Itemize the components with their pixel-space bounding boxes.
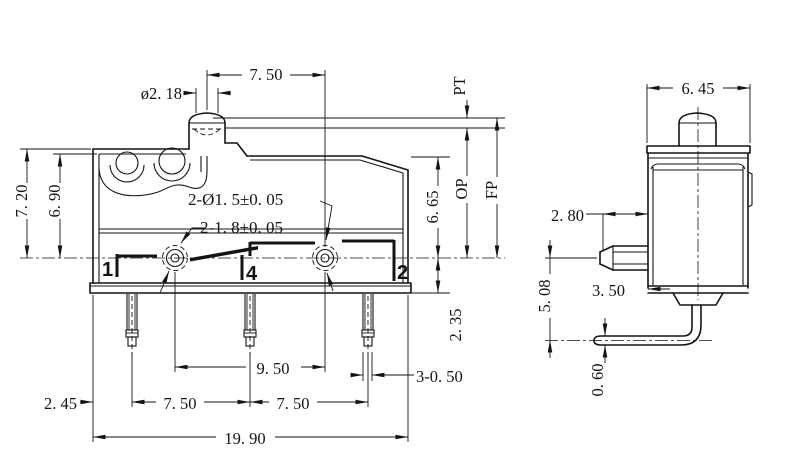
label-op: OP [452,178,471,199]
dim-height-outer: 7. 20 [12,185,31,218]
label-fp: FP [482,181,501,199]
contact-spring [190,246,258,262]
dim-pitch-right: 7. 50 [277,394,310,413]
label-pt: PT [450,76,469,95]
dim-height-inner: 6. 90 [45,185,64,218]
dim-top-span: 7. 50 [250,65,283,84]
side-latch-bump [747,171,753,208]
front-view: 1 4 2 [12,65,505,448]
terminal-hole-left [162,245,188,271]
dim-plunger-dia: ø2. 18 [141,84,182,103]
side-lever-arm [593,304,702,346]
dim-total-width: 19. 90 [224,429,265,448]
pin-2 [361,294,375,358]
dim-edge-offset: 2. 45 [44,394,77,413]
terminal-4-label: 4 [246,263,258,285]
side-view: 6. 45 2. 80 3. 50 5. 08 0. 60 [535,79,753,397]
side-body-outline [545,107,753,346]
note-holes-width: 2-1. 8±0. 05 [200,218,283,237]
dim-below-height: 2. 35 [446,309,465,342]
front-dimensions: 7. 50 ø2. 18 PT OP FP 6 [12,65,505,448]
front-body-outline [89,112,412,294]
dim-lever-thickness: 0. 60 [588,364,607,397]
note-holes-dia: 2-Ø1. 5±0. 05 [188,190,283,209]
dim-body-height: 6. 65 [423,191,442,224]
front-plunger [188,112,226,150]
dim-pitch-left: 7. 50 [164,394,197,413]
side-terminal-pin [599,245,649,271]
actuator-guide-block [98,147,208,197]
dim-lever-offset: 3. 50 [592,281,625,300]
pin-4 [243,294,257,358]
dim-pin-width: 3-0. 50 [416,367,463,386]
dim-side-width: 6. 45 [682,79,715,98]
side-dimensions: 6. 45 2. 80 3. 50 5. 08 0. 60 [535,79,751,397]
side-plunger [678,112,717,147]
terminal-1-label: 1 [102,259,113,281]
pin-1 [125,294,139,358]
dim-hole-span: 9. 50 [257,359,290,378]
terminal-2-label: 2 [397,262,408,284]
front-pins [125,294,375,358]
dim-pin-length: 2. 80 [551,206,584,225]
front-internal-contacts: 1 4 2 [20,239,505,285]
dim-lever-drop: 5. 08 [535,280,554,313]
